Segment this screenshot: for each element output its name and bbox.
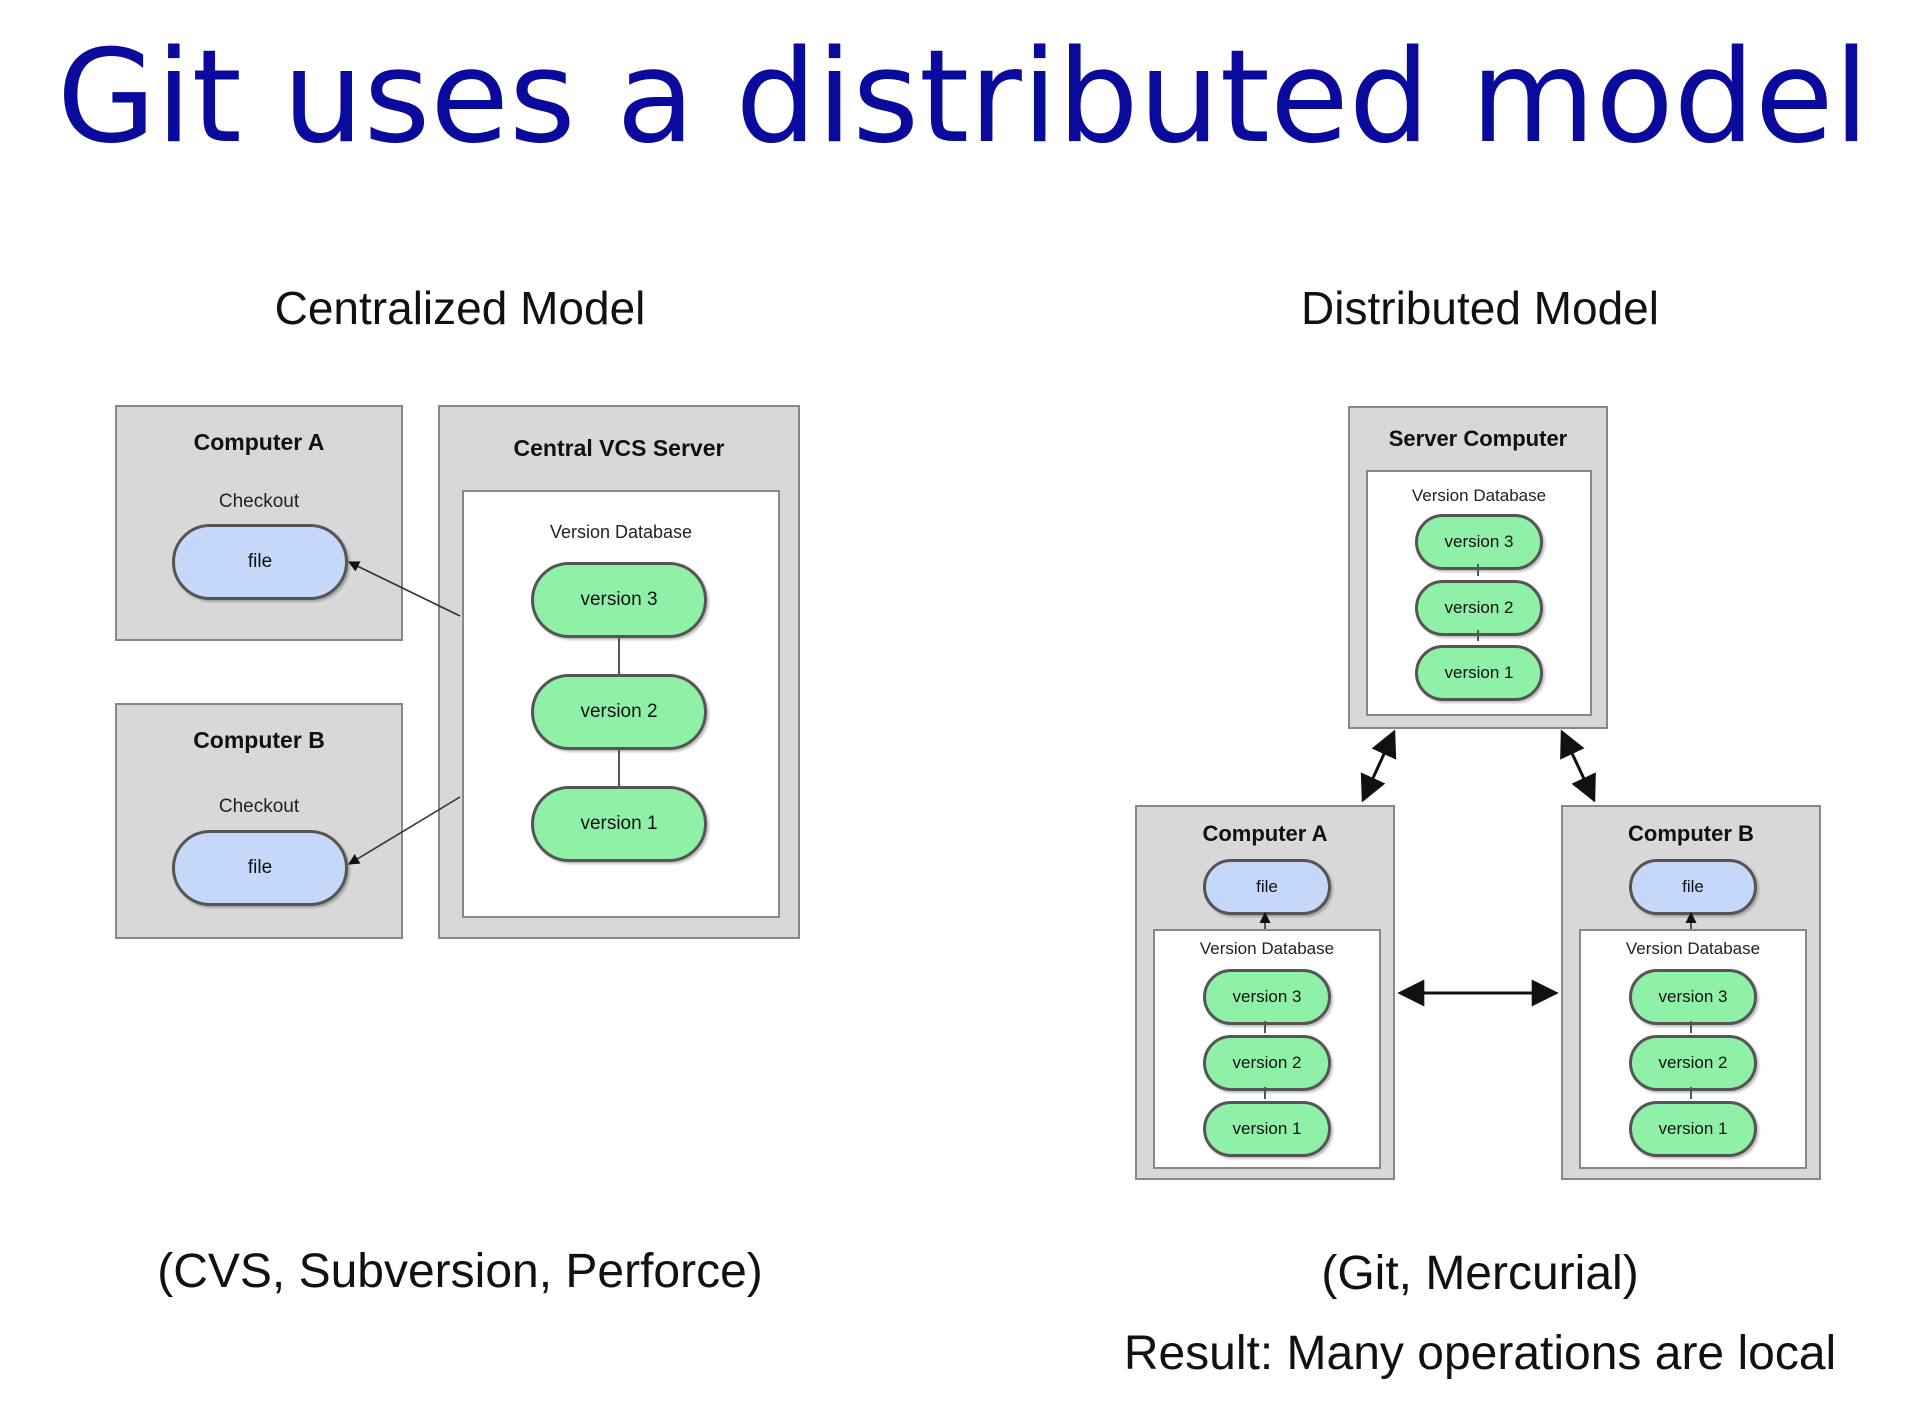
centralized-computer-b: Computer B Checkout file (115, 703, 403, 939)
centralized-caption: (CVS, Subversion, Perforce) (157, 1245, 763, 1298)
dist-a-version-node: version 3 (1203, 969, 1331, 1025)
distributed-result-text: Result: Many operations are local (1123, 1327, 1837, 1380)
checkout-arrow-a (347, 561, 461, 617)
dist-a-db-label: Version Database (1199, 939, 1335, 958)
computer-a-checkout-label: Checkout (218, 491, 300, 512)
computer-a-file-node: file (172, 524, 348, 600)
centralized-heading: Centralized Model (274, 282, 646, 334)
computer-b-title: Computer B (193, 727, 325, 753)
computer-b-checkout-label: Checkout (218, 796, 300, 817)
dist-computer-b-title: Computer B (1628, 821, 1754, 846)
sync-arrow-server-a (1360, 729, 1397, 803)
distributed-heading: Distributed Model (1301, 282, 1659, 334)
central-server-title: Central VCS Server (513, 435, 725, 461)
centralized-computer-a: Computer A Checkout file (115, 405, 403, 641)
distributed-server-computer: Server Computer Version Database version… (1348, 406, 1608, 729)
page-title: Git uses a distributed model (56, 23, 1870, 172)
dist-computer-a-version-database: Version Database version 3 version 2 ver… (1153, 929, 1381, 1169)
server-version-node: version 2 (1415, 580, 1543, 636)
server-version-database: Version Database version 3 version 2 ver… (1366, 470, 1592, 716)
server-db-label: Version Database (1411, 486, 1547, 505)
computer-b-file-node: file (172, 830, 348, 906)
computer-a-title: Computer A (193, 429, 325, 455)
distributed-computer-b: Computer B file Version Database version… (1561, 805, 1821, 1180)
central-version-node: version 1 (531, 786, 707, 862)
distributed-caption: (Git, Mercurial) (1321, 1247, 1639, 1300)
checkout-arrow-b (348, 796, 461, 865)
dist-computer-b-version-database: Version Database version 3 version 2 ver… (1579, 929, 1807, 1169)
dist-a-version-node: version 1 (1203, 1101, 1331, 1157)
server-version-node: version 1 (1415, 645, 1543, 701)
dist-b-version-node: version 3 (1629, 969, 1757, 1025)
dist-a-version-node: version 2 (1203, 1035, 1331, 1091)
dist-b-version-node: version 1 (1629, 1101, 1757, 1157)
central-version-database: Version Database version 3 version 2 ver… (462, 490, 780, 918)
central-db-label: Version Database (549, 522, 693, 542)
distributed-computer-a: Computer A file Version Database version… (1135, 805, 1395, 1180)
dist-computer-a-title: Computer A (1202, 821, 1328, 846)
sync-arrow-server-b (1560, 729, 1596, 803)
dist-b-db-label: Version Database (1625, 939, 1761, 958)
server-computer-title: Server Computer (1388, 426, 1568, 451)
central-version-node: version 3 (531, 562, 707, 638)
dist-b-version-node: version 2 (1629, 1035, 1757, 1091)
central-version-node: version 2 (531, 674, 707, 750)
